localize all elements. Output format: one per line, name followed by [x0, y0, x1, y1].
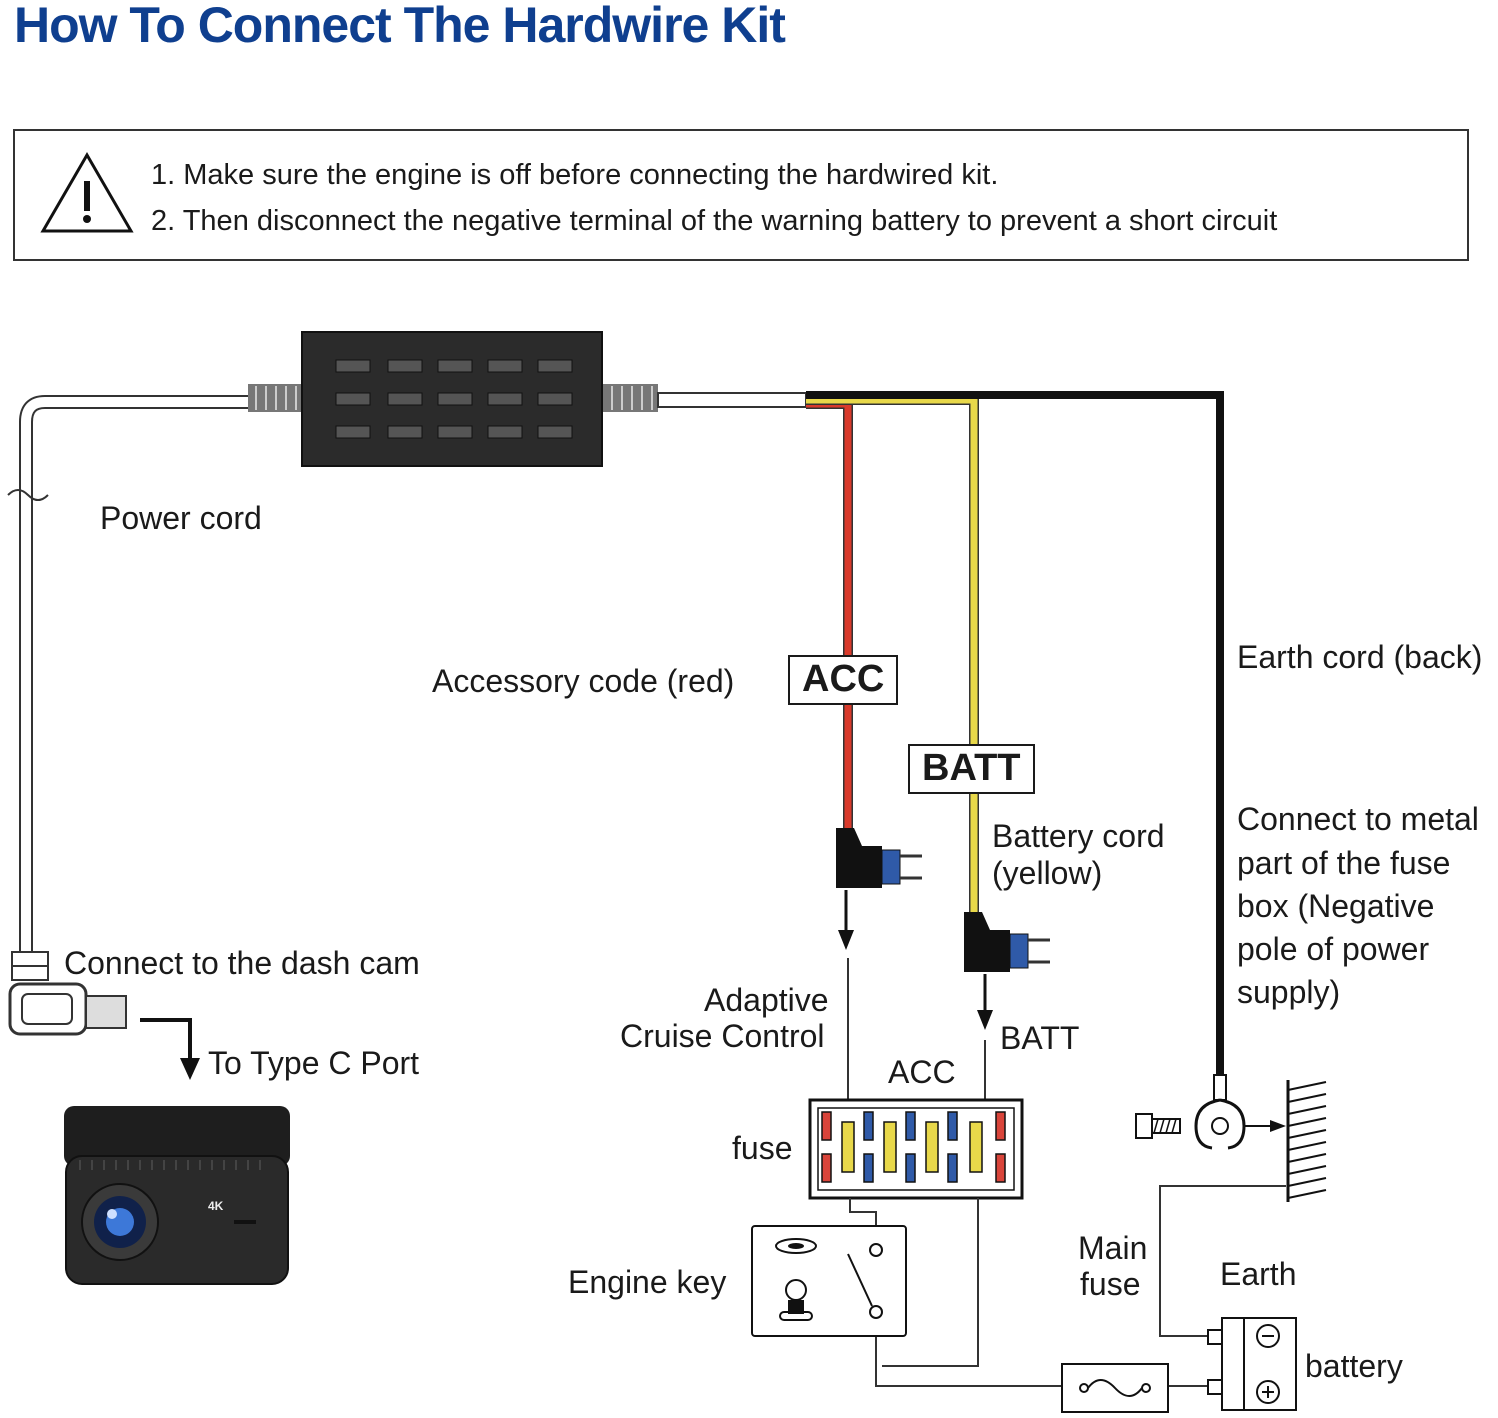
camera-badge: 4K	[208, 1199, 224, 1213]
battery-cord-label-line2: (yellow)	[992, 855, 1103, 891]
adaptive-label-line1: Adaptive	[704, 982, 829, 1018]
connect-dashcam-label: Connect to the dash cam	[64, 945, 420, 981]
connect-metal-line3: box (Negative	[1237, 888, 1435, 924]
main-fuse-label-line2: fuse	[1080, 1266, 1141, 1302]
earth-cord-label: Earth cord (back)	[1237, 639, 1483, 675]
acc-arrow-icon	[838, 930, 854, 950]
bolt-icon	[1135, 1113, 1181, 1139]
connect-metal-line1: Connect to metal	[1237, 801, 1479, 837]
connect-metal-line2: part of the fuse	[1237, 845, 1451, 881]
output-cable	[657, 392, 807, 408]
batt-box-label: BATT	[908, 744, 1035, 794]
type-c-label: To Type C Port	[208, 1045, 420, 1081]
fuse-label: fuse	[732, 1130, 793, 1166]
type-c-arrow-icon	[180, 1058, 200, 1080]
main-fuse-icon	[1061, 1363, 1169, 1413]
acc-small-label: ACC	[888, 1054, 956, 1090]
hardwire-converter-box	[301, 331, 603, 467]
engine-key-switch-icon	[751, 1225, 907, 1337]
earth-wire	[806, 391, 1224, 1075]
dash-cam-icon: 4K	[64, 1106, 290, 1285]
dashcam-connector-icon	[8, 951, 127, 1036]
batt-arrow-icon	[977, 1010, 993, 1030]
power-cord-label: Power cord	[100, 500, 262, 536]
batt-fuse-tap-icon	[964, 912, 1050, 972]
engine-key-label: Engine key	[568, 1264, 727, 1300]
page-title: How To Connect The Hardwire Kit	[14, 0, 786, 53]
warning-step-1: 1. Make sure the engine is off before co…	[151, 159, 999, 191]
battery-cord-label-line1: Battery cord	[992, 818, 1165, 854]
warning-box: 1. Make sure the engine is off before co…	[13, 129, 1469, 261]
warning-triangle-icon	[40, 152, 134, 233]
batt-wire	[806, 396, 978, 915]
accessory-code-label: Accessory code (red)	[432, 663, 735, 699]
battery-label: battery	[1305, 1348, 1403, 1384]
acc-box-label: ACC	[788, 655, 899, 705]
connect-metal-line4: pole of power	[1237, 931, 1430, 967]
acc-wire-outline	[806, 399, 853, 830]
fuse-box	[808, 1098, 1024, 1200]
power-cord	[7, 395, 250, 955]
main-fuse-label-line1: Main	[1078, 1230, 1148, 1266]
earth-ground-icon	[1286, 1080, 1327, 1202]
batt-small-label: BATT	[1000, 1020, 1080, 1056]
warning-step-2: 2. Then disconnect the negative terminal…	[151, 205, 1278, 237]
connect-metal-line5: supply)	[1237, 974, 1341, 1010]
strain-relief-right	[602, 384, 658, 412]
acc-fuse-tap-icon	[836, 828, 922, 888]
earth-label: Earth	[1220, 1256, 1297, 1292]
ring-terminal-icon	[1194, 1074, 1286, 1150]
acc-wire	[806, 400, 852, 830]
battery-icon	[1207, 1317, 1297, 1411]
adaptive-label-line2: Cruise Control	[620, 1018, 825, 1054]
